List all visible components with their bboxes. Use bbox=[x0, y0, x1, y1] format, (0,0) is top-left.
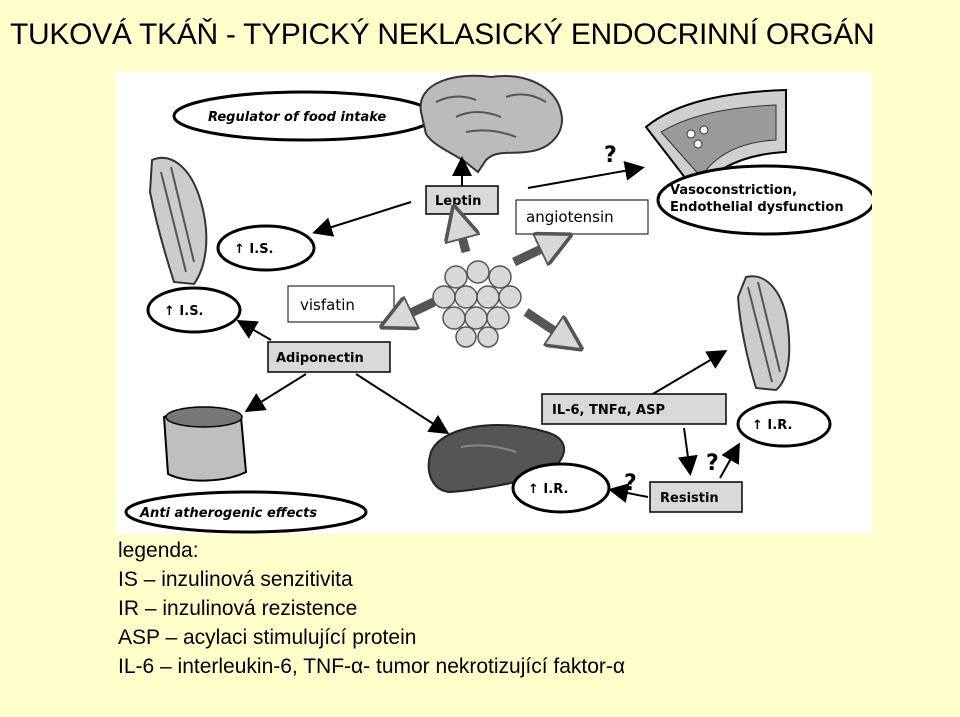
legend: legenda: IS – inzulinová senzitivita IR … bbox=[118, 536, 625, 681]
arrow-resistin-ir bbox=[719, 442, 740, 479]
regulator-label: Regulator of food intake bbox=[208, 110, 386, 125]
ir-ellipse-right: ↑ I.R. bbox=[736, 400, 832, 448]
arrow-to-is-mid bbox=[236, 319, 272, 341]
adiponectin-box: Adiponectin bbox=[267, 341, 391, 373]
cytokines-label: IL-6, TNFα, ASP bbox=[552, 403, 665, 418]
legend-item-asp: ASP – acylaci stimulující protein bbox=[118, 626, 417, 649]
ir-label-right: ↑ I.R. bbox=[752, 418, 792, 433]
vasoconstriction-ellipse: Vasoconstriction, Endothelial dysfunctio… bbox=[656, 164, 872, 236]
resistin-box: Resistin bbox=[649, 481, 743, 513]
block-arrow-up bbox=[458, 222, 466, 254]
is-label-mid: ↑ I.S. bbox=[164, 304, 204, 319]
page-title: TUKOVÁ TKÁŇ - TYPICKÝ NEKLASICKÝ ENDOCRI… bbox=[10, 18, 875, 51]
cytokines-box: IL-6, TNFα, ASP bbox=[541, 393, 727, 425]
is-label-top: ↑ I.S. bbox=[234, 242, 274, 257]
angiotensin-label: angiotensin bbox=[526, 208, 614, 226]
muscle-icon-right bbox=[736, 275, 791, 392]
arrow-to-muscle-right bbox=[645, 349, 728, 399]
block-arrow-right bbox=[523, 308, 568, 340]
is-ellipse-top: ↑ I.S. bbox=[216, 224, 316, 272]
ir-label-liver: ↑ I.R. bbox=[528, 482, 568, 497]
ir-ellipse-liver: ↑ I.R. bbox=[511, 462, 611, 514]
question-mark-1: ? bbox=[604, 143, 617, 168]
arrow-cytokines-down bbox=[677, 427, 698, 476]
anti-atherogenic-ellipse: Anti atherogenic effects bbox=[124, 490, 368, 534]
visfatin-label: visfatin bbox=[300, 296, 355, 314]
legend-item-is: IS – inzulinová senzitivita bbox=[118, 568, 353, 591]
adipose-diagram: Regulator of food intake ? Leptin angiot… bbox=[116, 72, 872, 534]
arrow-to-liver bbox=[355, 373, 450, 435]
leptin-box: Leptin bbox=[425, 185, 499, 215]
anti-atherogenic-label: Anti atherogenic effects bbox=[139, 506, 317, 521]
visfatin-box: visfatin bbox=[287, 285, 395, 323]
question-mark-2: ? bbox=[706, 451, 719, 476]
brain-icon bbox=[419, 74, 563, 174]
is-ellipse-mid: ↑ I.S. bbox=[146, 286, 242, 334]
arrow-resistin-liver bbox=[608, 483, 649, 503]
angiotensin-box: angiotensin bbox=[515, 199, 649, 235]
resistin-label: Resistin bbox=[660, 491, 719, 506]
block-arrow-upright bbox=[512, 242, 556, 267]
vaso-label-line2: Endothelial dysfunction bbox=[670, 200, 844, 215]
block-arrow-left bbox=[396, 302, 436, 320]
diagram-canvas: Regulator of food intake ? Leptin angiot… bbox=[124, 74, 872, 534]
leptin-label: Leptin bbox=[435, 194, 481, 209]
vaso-label-line1: Vasoconstriction, bbox=[670, 183, 797, 198]
blood-vessel-icon-bottom bbox=[162, 406, 248, 482]
muscle-icon-top bbox=[148, 156, 208, 286]
legend-item-ir: IR – inzulinová rezistence bbox=[118, 597, 358, 620]
legend-heading: legenda: bbox=[118, 539, 199, 562]
adipocyte-cluster-icon bbox=[432, 260, 522, 348]
arrow-to-vessel bbox=[527, 160, 645, 189]
legend-item-il6: IL-6 – interleukin-6, TNF-α- tumor nekro… bbox=[118, 655, 626, 678]
adiponectin-label: Adiponectin bbox=[276, 351, 364, 366]
arrow-to-vessel-bottom bbox=[244, 373, 307, 413]
regulator-of-food-intake-ellipse: Regulator of food intake bbox=[172, 90, 436, 142]
arrow-to-is-top bbox=[312, 201, 412, 237]
